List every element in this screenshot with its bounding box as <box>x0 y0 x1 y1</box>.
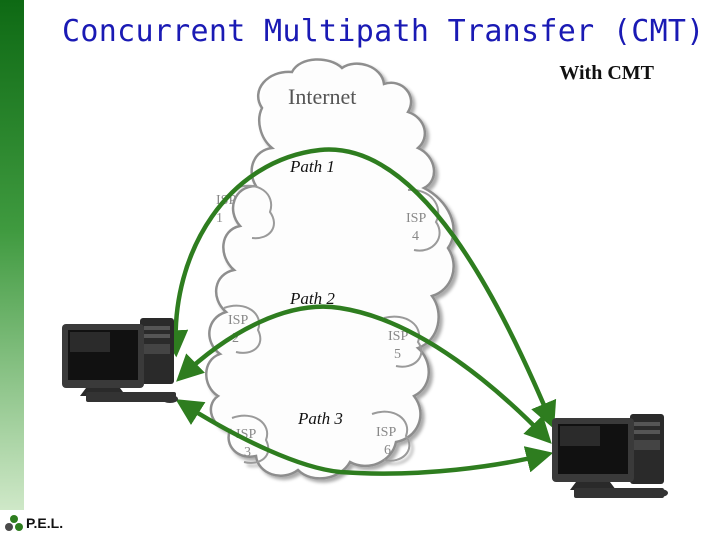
isp-4-label: ISP 4 <box>406 211 426 244</box>
svg-text:6: 6 <box>384 443 391 458</box>
pel-logo-text: P.E.L. <box>26 515 64 531</box>
slide-title: Concurrent Multipath Transfer (CMT) <box>62 14 705 49</box>
svg-text:4: 4 <box>412 229 419 244</box>
path-2-arrow <box>176 304 552 444</box>
svg-text:ISP: ISP <box>406 211 426 226</box>
path-2-label: Path 2 <box>289 289 335 308</box>
svg-text:5: 5 <box>394 347 401 362</box>
pel-logo-icon <box>5 515 23 531</box>
pel-logo: P.E.L. <box>4 512 63 534</box>
left-computer-icon <box>62 318 178 403</box>
path-3-arrow <box>175 399 554 476</box>
svg-text:1: 1 <box>216 211 223 226</box>
left-accent-bar <box>0 0 24 510</box>
svg-text:ISP: ISP <box>228 313 248 328</box>
slide-subtitle: With CMT <box>559 62 654 84</box>
svg-text:ISP: ISP <box>376 425 396 440</box>
path-1-arrow <box>161 147 557 429</box>
path-1-label: Path 1 <box>289 157 335 176</box>
path-3-label: Path 3 <box>297 409 343 428</box>
internet-label: Internet <box>288 84 356 109</box>
svg-text:3: 3 <box>244 445 251 460</box>
right-computer-icon <box>552 414 668 498</box>
